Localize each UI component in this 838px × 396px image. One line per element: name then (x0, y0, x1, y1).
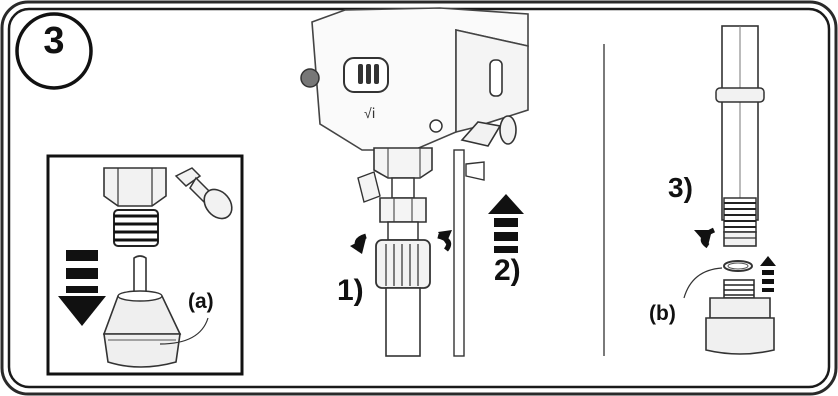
inset-detail-box (46, 154, 244, 376)
part-label-b: (b) (649, 302, 676, 325)
step-badge-circle (15, 12, 93, 90)
pump-illustration: √ⅰ (300, 7, 529, 357)
filter-illustration (683, 25, 776, 355)
step-label-2: 2) (494, 254, 521, 287)
step-label-1: 1) (337, 274, 364, 307)
step-label-3: 3) (668, 172, 693, 203)
part-label-a: (a) (188, 290, 214, 313)
svg-text:√ⅰ: √ⅰ (364, 105, 376, 121)
step-number: 3 (43, 20, 65, 62)
